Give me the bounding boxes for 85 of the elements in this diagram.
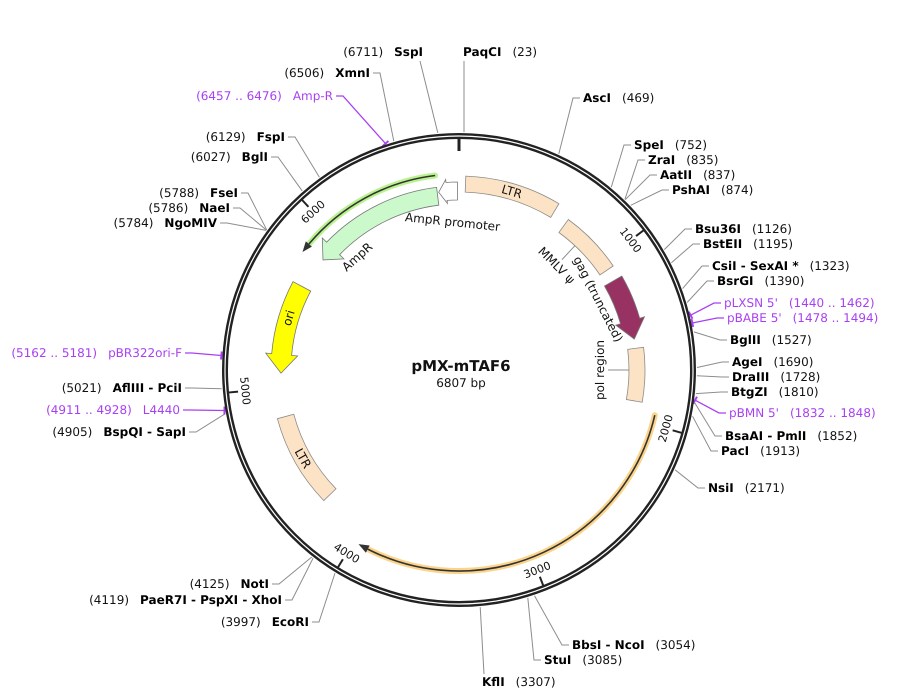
scale-number: 2000 (656, 413, 676, 444)
site-label: KflI (3307) (482, 674, 556, 690)
site-label: (5784) NgoMIV (114, 215, 217, 231)
site-label: PacI (1913) (721, 443, 800, 459)
leader-line (220, 222, 267, 231)
leader-line (690, 317, 724, 328)
primer-label: pLXSN 5' (1440 .. 1462) (724, 295, 875, 311)
feature-box: LTR (277, 414, 336, 501)
leader-line (624, 160, 646, 200)
site-label: AatII (837) (660, 167, 736, 183)
leader-line (534, 595, 570, 646)
leader-line (696, 362, 730, 368)
leader-line (686, 280, 714, 303)
gene-feature: ori (265, 281, 312, 374)
leader-line (270, 156, 303, 192)
site-label: (4905) BspQI - SapI (52, 424, 186, 440)
primer-label: (5162 .. 5181) pBR322ori-F (11, 345, 182, 361)
leader-line (670, 244, 700, 264)
leader-line (558, 98, 580, 154)
leader-line (692, 396, 726, 414)
leader-line (184, 388, 222, 390)
site-label: (6027) BglI (190, 149, 268, 165)
site-label: CsiI - SexAI * (1323) (712, 258, 850, 274)
primer-label: (4911 .. 4928) L4440 (46, 402, 180, 418)
site-label: BbsI - NcoI (3054) (572, 637, 696, 653)
leader-line (183, 406, 226, 416)
leader-line (696, 375, 730, 378)
site-label: Bsu36I (1126) (695, 221, 792, 237)
site-label: AscI (469) (583, 90, 654, 106)
scale-number: 5000 (237, 376, 253, 406)
leader-line (693, 331, 728, 340)
site-label: BstEII (1195) (703, 236, 794, 252)
site-label: (6711) SspI (343, 44, 423, 60)
feature-box: LTR (464, 176, 560, 218)
scale-number: 4000 (331, 540, 362, 566)
leader-line (240, 192, 268, 230)
leader-line (185, 350, 223, 360)
leader-line (630, 190, 670, 206)
leader-line (562, 245, 576, 260)
leader-line (284, 558, 314, 600)
leader-line (624, 174, 658, 200)
feature-box (626, 346, 646, 403)
site-label: DraIII (1728) (732, 369, 820, 385)
site-label: BglII (1527) (730, 332, 812, 348)
site-label: PshAI (874) (672, 182, 754, 198)
leader-line (272, 556, 312, 584)
site-label: BtgZI (1810) (731, 384, 819, 400)
leader-line (372, 72, 394, 142)
leader-line (336, 95, 390, 148)
leader-line (610, 144, 632, 188)
leader-line (692, 416, 718, 452)
site-label: (4125) NotI (190, 576, 269, 592)
leader-line (694, 402, 722, 436)
leader-line (682, 266, 710, 290)
leader-line (312, 572, 336, 622)
feature-label: pol region (593, 340, 607, 400)
site-label: (5788) FseI (159, 185, 238, 201)
leader-line (232, 208, 267, 231)
site-label: (3997) EcoRI (220, 614, 309, 630)
site-label: (4119) PaeR7I - PspXI - XhoI (89, 592, 282, 608)
site-label: (5021) AflIII - PciI (62, 380, 182, 396)
site-label: PaqCI (23) (463, 44, 538, 60)
leader-line (695, 392, 728, 394)
site-label: BsaAI - PmlI (1852) (725, 428, 858, 444)
site-label: ZraI (835) (648, 152, 718, 168)
site-label: StuI (3085) (544, 652, 622, 668)
scale-number: 3000 (522, 559, 553, 582)
primer-label: pBABE 5' (1478 .. 1494) (727, 310, 878, 326)
site-label: AgeI (1690) (732, 354, 814, 370)
site-label: NsiI (2171) (708, 480, 785, 496)
leader-line (688, 302, 721, 320)
leader-line (188, 413, 226, 432)
primer-label: pBMN 5' (1832 .. 1848) (729, 405, 876, 421)
site-label: (5786) NaeI (148, 200, 230, 216)
site-label: (6129) FspI (206, 129, 285, 145)
site-label: (6506) XmnI (284, 65, 370, 81)
leader-line (674, 469, 706, 488)
site-label: SpeI (752) (634, 137, 708, 153)
leader-line (480, 606, 484, 674)
leader-line (420, 60, 438, 134)
leader-line (527, 597, 542, 660)
primer-label: (6457 .. 6476) Amp-R (196, 88, 333, 104)
site-label: BsrGI (1390) (717, 273, 804, 289)
leader-line (288, 136, 320, 178)
leader-line (664, 228, 692, 250)
